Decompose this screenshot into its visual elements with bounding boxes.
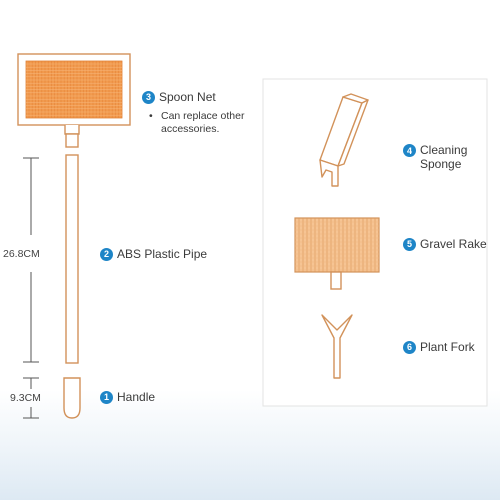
part-3-label: 3 Spoon Net bbox=[142, 90, 216, 104]
part-6-badge: 6 bbox=[403, 340, 416, 354]
part-4-text-line1: Cleaning bbox=[420, 143, 468, 157]
handle-dimension-label: 9.3CM bbox=[10, 392, 41, 404]
pipe-dimension-line bbox=[23, 157, 39, 363]
pipe-dimension-label: 26.8CM bbox=[3, 248, 40, 260]
part-1-text: Handle bbox=[117, 390, 156, 404]
bullet-icon: • bbox=[149, 110, 153, 122]
part-2-text: ABS Plastic Pipe bbox=[117, 247, 208, 261]
part-5-label: 5 Gravel Rake bbox=[403, 237, 487, 251]
part-3-badge: 3 bbox=[142, 90, 155, 104]
part-1-label: 1 Handle bbox=[100, 390, 155, 404]
spoon-net-note: • Can replace other accessories. bbox=[149, 110, 261, 136]
part-5-text: Gravel Rake bbox=[420, 237, 487, 251]
part-1-badge: 1 bbox=[100, 390, 113, 404]
part-3-text: Spoon Net bbox=[159, 90, 216, 104]
handle-dimension-line bbox=[23, 377, 39, 419]
handle-illustration bbox=[63, 377, 81, 419]
part-6-label: 6 Plant Fork bbox=[403, 340, 475, 354]
part-5-badge: 5 bbox=[403, 237, 416, 251]
part-6-text: Plant Fork bbox=[420, 340, 475, 354]
part-4-text-line2: Sponge bbox=[420, 157, 462, 171]
spoon-net-illustration bbox=[17, 53, 131, 148]
part-4-label: 4 Cleaning Sponge bbox=[403, 143, 467, 171]
cleaning-sponge-illustration bbox=[319, 93, 369, 187]
gravel-rake-illustration bbox=[294, 217, 380, 290]
spoon-net-note-text: Can replace other accessories. bbox=[161, 110, 245, 135]
part-2-label: 2 ABS Plastic Pipe bbox=[100, 247, 207, 261]
part-4-badge: 4 bbox=[403, 144, 416, 157]
abs-plastic-pipe-illustration bbox=[65, 154, 79, 364]
plant-fork-illustration bbox=[321, 314, 353, 379]
part-2-badge: 2 bbox=[100, 247, 113, 261]
